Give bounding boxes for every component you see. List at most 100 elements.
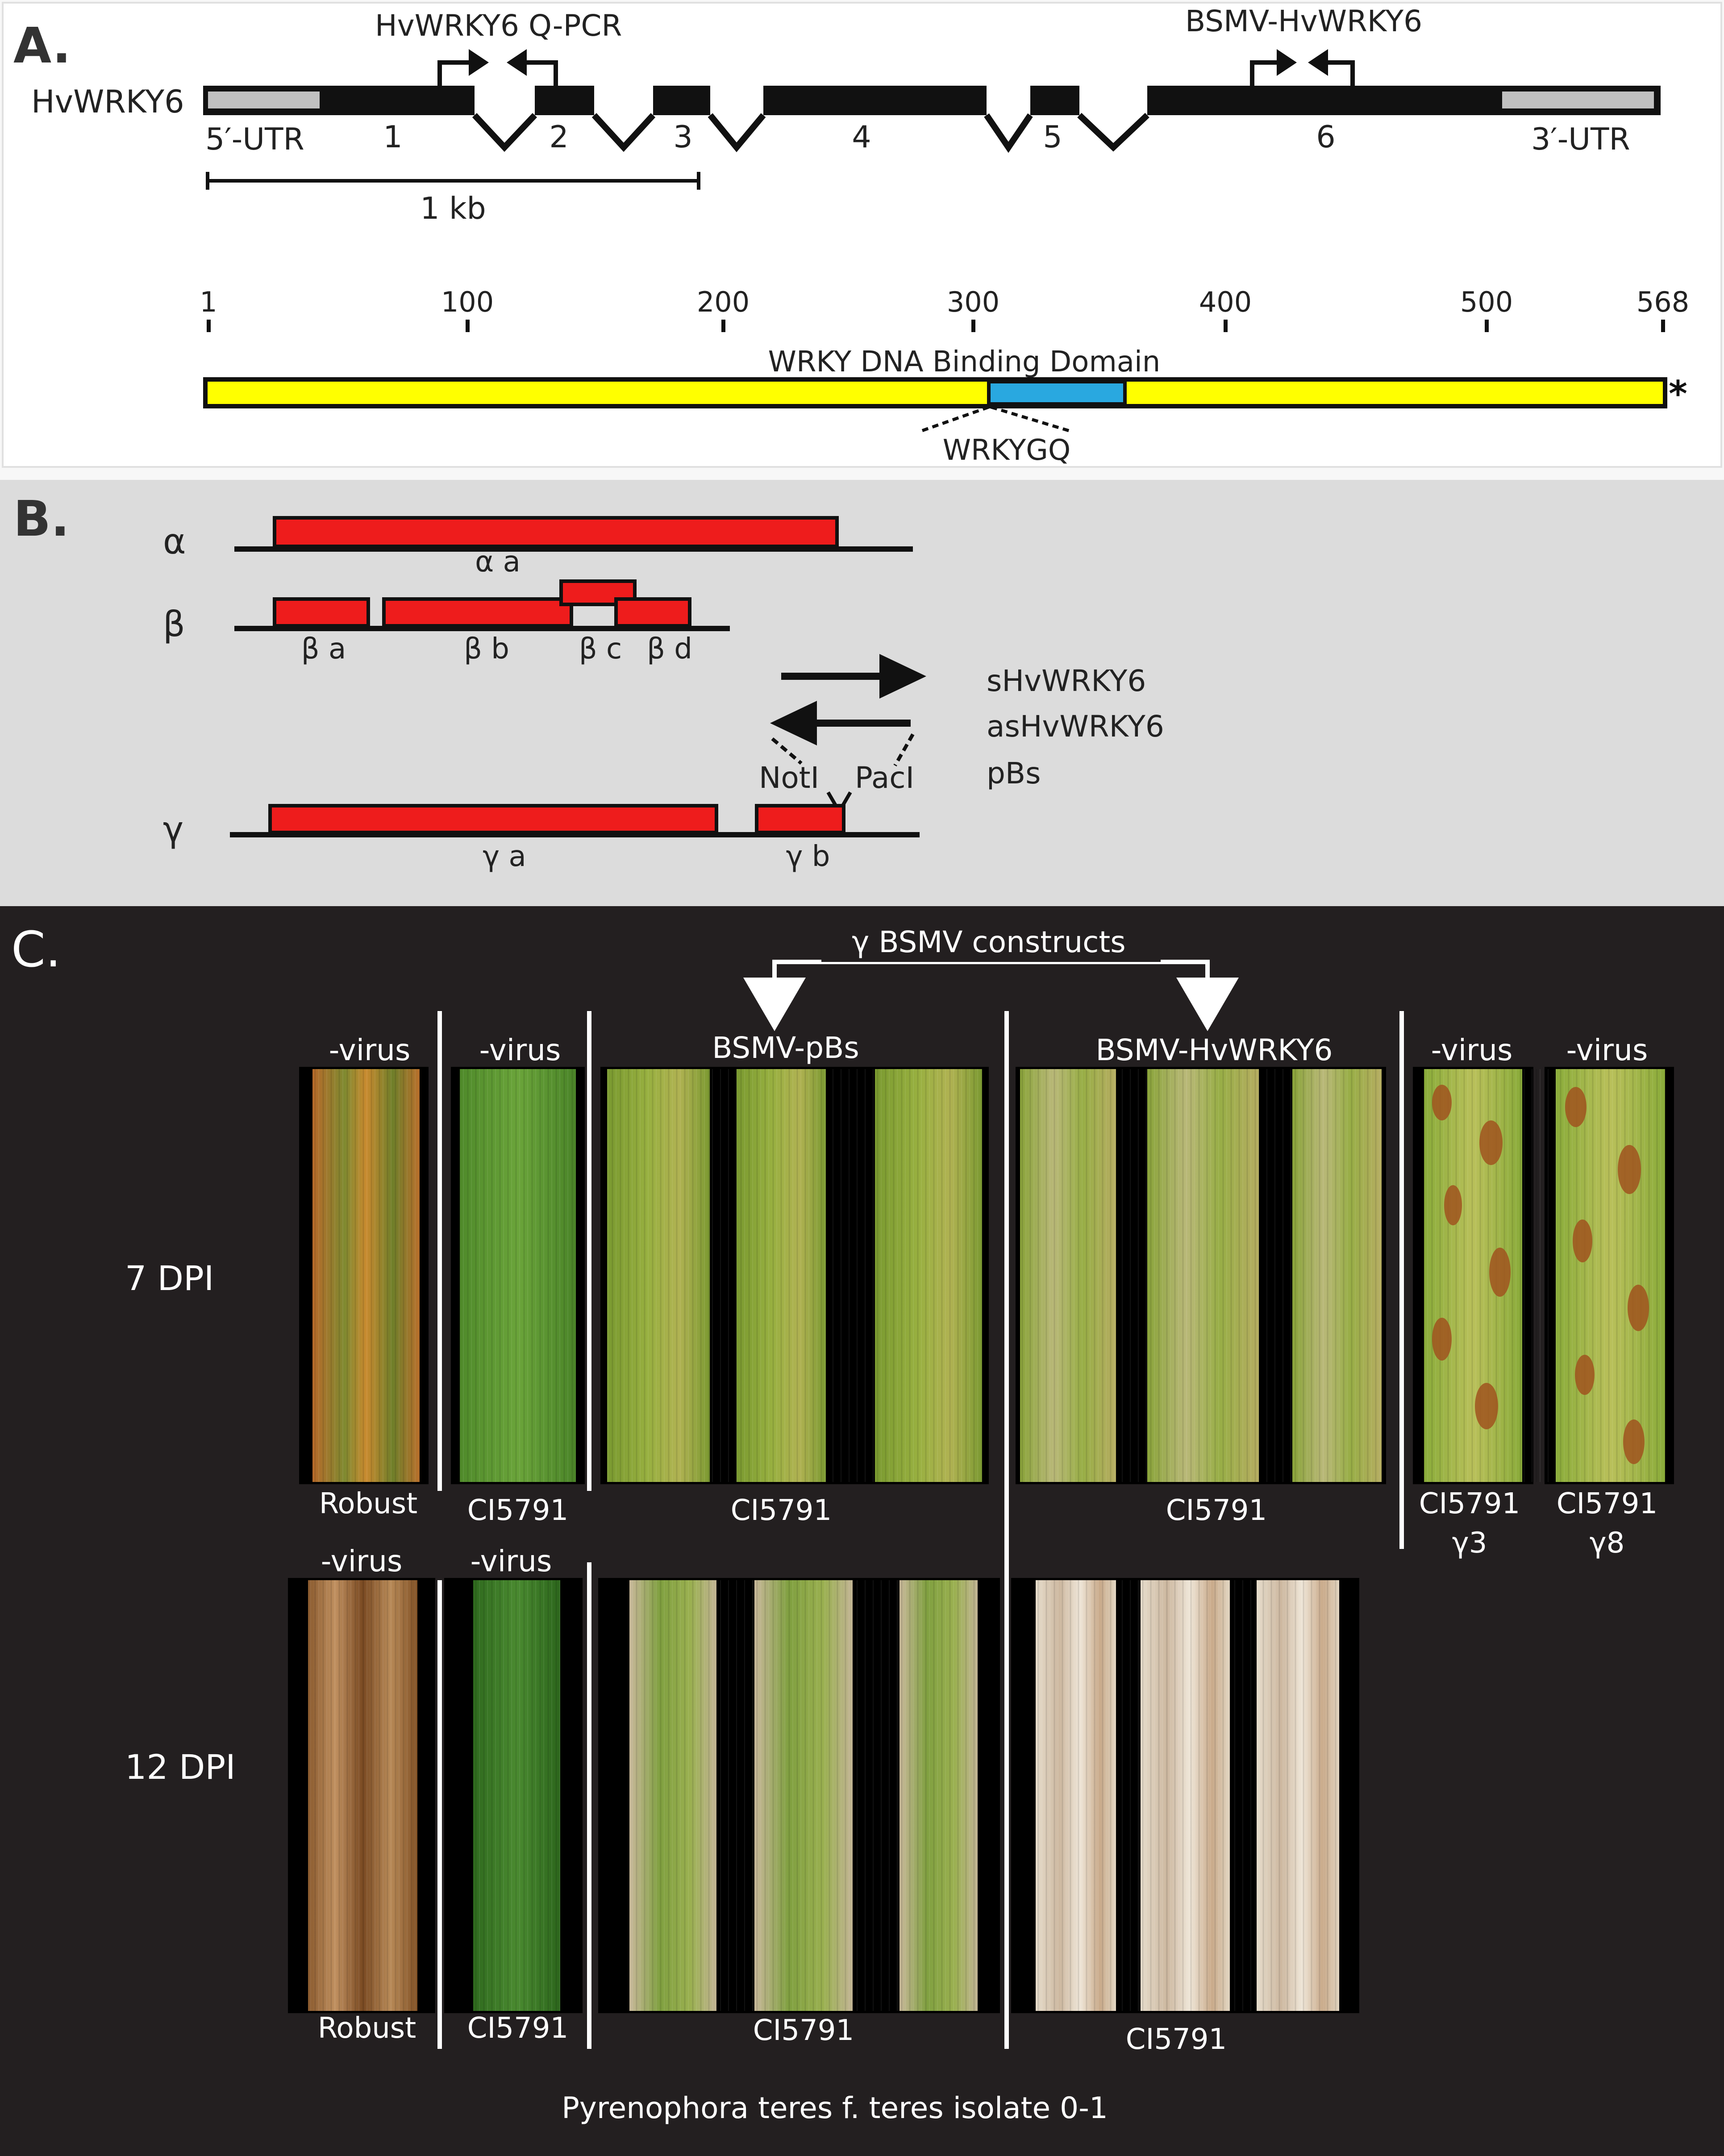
panel-c-caption: Pyrenophora teres f. teres isolate 0-1 [562,2091,1108,2125]
col-header-bsmv-hvwrky6: BSMV-HvWRKY6 [1095,1033,1333,1067]
col-header-bsmv-pbs: BSMV-pBs [712,1031,859,1065]
protein-bar [203,377,1667,408]
orf-alpha-a-label: α a [475,545,521,579]
primer-qpcr-reverse-arrow [527,60,558,86]
col-header-ci5791-7: -virus [479,1033,561,1067]
ruler-tick-300 [971,320,975,332]
lesion [1479,1120,1503,1165]
bracket-title: γ BSMV constructs [852,925,1125,959]
motif-dashed-right [990,405,1070,433]
orf-gamma-a [268,804,718,834]
utr5-label: 5′-UTR [205,122,304,157]
primer-bsmv-forward-arrow [1250,60,1277,86]
lesion [1444,1185,1462,1225]
domain-label: WRKY DNA Binding Domain [768,345,1161,379]
lesion [1628,1285,1649,1331]
primer-qpcr-label: HvWRKY6 Q-PCR [375,8,622,43]
orf-beta-b [382,597,573,628]
construct-antisense-label: asHvWRKY6 [987,709,1164,744]
orf-beta-a [273,597,370,628]
col-footer-gamma3-sub: γ3 [1452,1527,1487,1560]
exon-4 [763,86,987,115]
orf-alpha-a [273,516,839,548]
ruler-tick-label-568: 568 [1637,286,1689,318]
lesion [1575,1355,1595,1395]
ruler-tick-label-1: 1 [200,286,217,318]
col-footer-ci5791-12: CI5791 [467,2012,568,2045]
orf-beta-b-label: β b [464,633,509,666]
construct-sense-label: sHvWRKY6 [987,664,1146,698]
leaf-photos-7dpi [299,1067,1674,1484]
bracket-left-arrowhead [743,978,806,1031]
col-footer-bsmv-hvwrky6-12: CI5791 [1126,2023,1227,2056]
ruler-tick-568 [1661,320,1665,332]
primer-qpcr-forward-head [469,49,489,76]
primer-bsmv-reverse-arrow [1328,60,1355,86]
panel-c-label: C. [11,921,61,978]
notl-dashed-guide [771,737,803,765]
col-footer-gamma8: CI5791 [1557,1487,1657,1520]
panel-b: B. α α a β β a β b β c β d sHvWRKY6 asHv… [0,480,1724,906]
exon-label-5: 5 [1043,120,1062,155]
rna-beta-label: β [163,604,185,645]
bracket-title-bg [821,926,1161,962]
wrky-domain-block [987,380,1127,406]
leaf-bsmv-pbs-7-veins [607,1069,982,1482]
gene-name-label: HvWRKY6 [31,83,184,120]
pacl-dashed-guide [893,733,915,766]
col-footer-bsmv-hvwrky6-7: CI5791 [1166,1494,1267,1527]
col-header-gamma8: -virus [1566,1033,1648,1067]
lesion [1432,1318,1452,1361]
orf-gamma-b-label: γ b [786,840,830,873]
col-footer-robust-7: Robust [319,1487,417,1520]
utr5-block [208,92,320,108]
lesion [1618,1145,1641,1194]
primer-qpcr-arrows [437,49,558,86]
primer-qpcr-forward-arrow [437,60,469,86]
lesion [1573,1220,1592,1262]
col-footer-gamma8-sub: γ8 [1590,1527,1625,1560]
col-footer-bsmv-pbs-12: CI5791 [753,2014,854,2047]
panel-a-label: A. [13,17,71,74]
site-notl-label: NotI [759,761,819,795]
leaf-gamma-veins [1424,1069,1665,1482]
motif-label: WRKYGQ [943,434,1071,467]
col-header-robust-7: -virus [329,1033,411,1067]
row-label-7dpi: 7 DPI [125,1258,214,1298]
lesion [1475,1383,1498,1429]
leaf-robust-7-veins [312,1069,420,1482]
lesion [1489,1248,1511,1297]
leaf-bsmv-hvwrky6-7-veins [1020,1069,1382,1482]
col-header-ci5791-12: -virus [471,1544,552,1578]
primer-bsmv-label: BSMV-HvWRKY6 [1185,4,1422,38]
col-header-gamma3: -virus [1431,1033,1513,1067]
panel-b-label: B. [13,490,70,547]
stop-codon-symbol: * [1669,373,1687,415]
rna-alpha-label: α [163,522,186,562]
orf-beta-d [614,597,691,628]
primer-bsmv-forward-head [1277,49,1297,76]
exon-label-4: 4 [852,120,871,155]
primer-qpcr-reverse-head [507,49,527,76]
lesion [1432,1085,1452,1120]
ruler-tick-label-300: 300 [947,286,999,318]
exon-3 [653,86,710,115]
orf-gamma-b [755,804,845,834]
leaf-ci5791-7-veins [460,1069,576,1482]
primer-bsmv-arrows [1250,49,1355,86]
sense-arrow-head [879,654,926,699]
row-label-12dpi: 12 DPI [125,1747,236,1787]
intron-4 [984,113,1033,153]
panel-c: C. γ BSMV constructs -virus -virus BSMV-… [0,906,1724,2156]
col-footer-ci5791-7: CI5791 [467,1494,568,1527]
motif-dashed-left [921,405,990,433]
lesions-gamma [1432,1085,1649,1464]
orf-gamma-a-label: γ a [483,840,526,873]
construct-pbs-label: pBs [987,756,1041,791]
bracket-right-arrowhead [1176,978,1239,1031]
exon-label-6: 6 [1316,120,1335,155]
intron-3 [708,113,766,152]
construct-arrows [770,654,926,766]
leaf-photos-12dpi [288,1578,1359,2013]
